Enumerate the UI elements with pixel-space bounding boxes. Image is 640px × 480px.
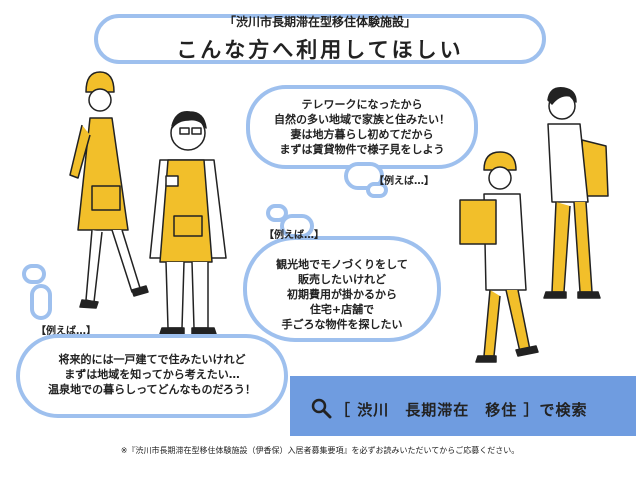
search-icon: [311, 398, 332, 419]
speech-bubble-telework: [246, 85, 478, 169]
bubble-tail-large: [30, 284, 52, 320]
example-label-3: 【例えば…】: [36, 326, 96, 337]
page-title: こんな方へ利用してほしい: [176, 38, 464, 62]
bubble-telework-text: テレワークになったから 自然の多い地域で家族と住みたい！ 妻は地方暮らし初めてだ…: [274, 98, 450, 156]
bubble-tail-small: [22, 264, 46, 284]
example-label-1: 【例えば…】: [374, 176, 434, 187]
search-keywords: ［ 渋川 長期滞在 移住 ］で検索: [335, 401, 588, 419]
illustration-box-man: [459, 151, 539, 363]
illustration-apron-man: [149, 111, 227, 335]
bubble-craft-text: 観光地でモノづくりをして 販売したいけれど 初期費用が掛かるから 住宅+店舗で …: [276, 258, 408, 331]
speech-bubble-onsen: [16, 334, 288, 418]
illustration-woman: [69, 71, 149, 309]
speech-bubble-craft: [243, 236, 441, 342]
bubble-onsen-text: 将来的には一戸建てで住みたいけれど まずは地域を知ってから考えたい… 温泉地での…: [48, 353, 256, 396]
footnote: ※『渋川市長期滞在型移住体験施設（伊香保）入居者募集要項』を必ずお読みいただいて…: [120, 446, 520, 455]
title-subtitle: 「渋川市長期滞在型移住体験施設」: [223, 15, 416, 29]
title-frame: [94, 14, 546, 64]
search-banner: [290, 376, 636, 436]
bubble-tail-small: [366, 182, 388, 198]
example-label-2: 【例えば…】: [264, 230, 324, 241]
illustration-backpack-man: [543, 87, 609, 299]
